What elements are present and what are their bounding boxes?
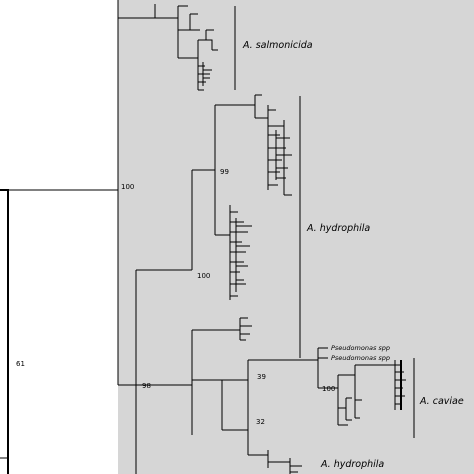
salmonicida-subtree (118, 4, 218, 91)
clade-label-hydrophila-bottom: A. hydrophila (320, 459, 384, 470)
tip-label-pseudomonas-1: Pseudomonas spp (331, 344, 390, 352)
support-value-100-caviae: 100 (322, 385, 335, 393)
support-value-root: 61 (16, 360, 25, 368)
hydrophila-upper-subtree (136, 94, 292, 300)
support-value-100-mid: 100 (197, 272, 210, 280)
lower-subtree (136, 317, 406, 474)
support-value-98: 98 (142, 382, 151, 390)
shaded-clade-region (118, 0, 474, 474)
support-value-99: 99 (220, 168, 229, 176)
tip-label-pseudomonas-2: Pseudomonas spp (331, 354, 390, 362)
clade-label-caviae: A. caviae (419, 396, 464, 407)
clade-label-salmonicida: A. salmonicida (242, 40, 313, 51)
support-value-32: 32 (256, 418, 265, 426)
support-value-100-top: 100 (121, 183, 134, 191)
root-branches (0, 0, 137, 474)
support-value-39: 39 (257, 373, 266, 381)
clade-label-hydrophila-top: A. hydrophila (306, 223, 370, 234)
